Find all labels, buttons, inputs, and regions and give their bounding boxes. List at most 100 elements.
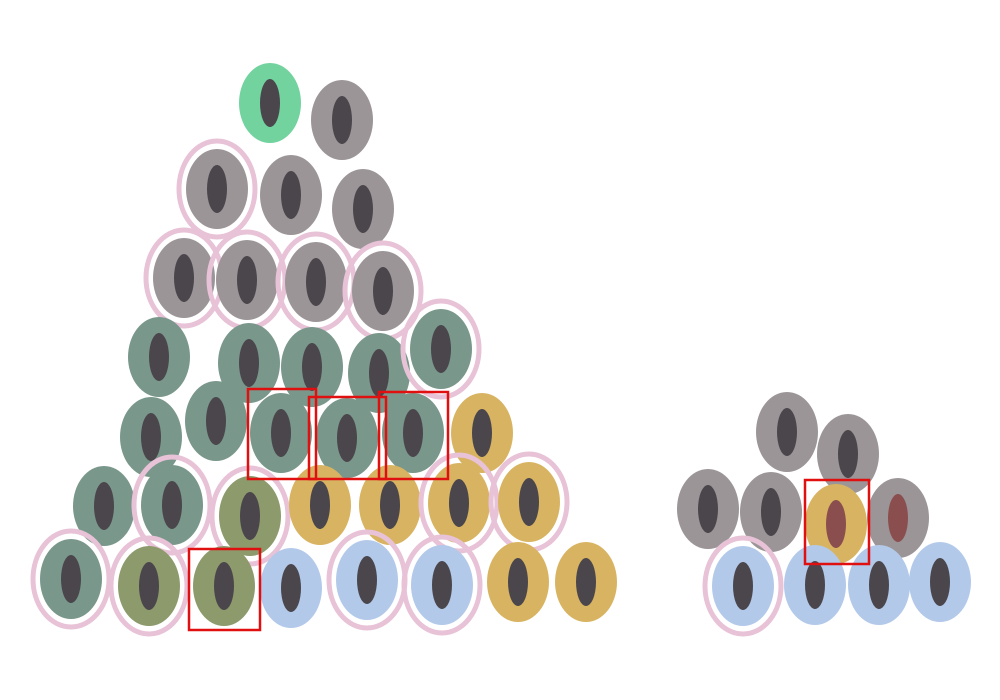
cell — [784, 545, 846, 625]
cell — [867, 478, 929, 558]
cell-nucleus — [733, 562, 753, 610]
highlight-box — [307, 395, 388, 481]
cell-nucleus — [214, 562, 234, 610]
cell-nucleus — [139, 562, 159, 610]
cell-nucleus — [310, 481, 330, 529]
cell — [555, 542, 617, 622]
small-cluster — [677, 392, 971, 637]
cell-ring — [400, 298, 482, 400]
cell-nucleus — [508, 558, 528, 606]
cell — [326, 529, 408, 631]
cell — [260, 548, 322, 628]
cell-nucleus — [472, 409, 492, 457]
cell — [30, 528, 112, 630]
cell — [289, 465, 351, 545]
cell-nucleus — [337, 414, 357, 462]
cell — [805, 484, 867, 564]
cell-nucleus — [403, 409, 423, 457]
cell-nucleus — [94, 482, 114, 530]
cell-nucleus — [888, 494, 908, 542]
large-cluster — [30, 63, 617, 637]
cell — [193, 546, 255, 626]
cell-ring — [108, 535, 190, 637]
cell-nucleus — [373, 267, 393, 315]
cell — [848, 545, 910, 625]
cell — [281, 327, 343, 407]
cell — [250, 393, 312, 473]
cell — [488, 451, 570, 553]
cell-nucleus — [431, 325, 451, 373]
cell-ring — [176, 138, 258, 240]
cell — [909, 542, 971, 622]
cell-nucleus — [162, 481, 182, 529]
cell-nucleus — [237, 256, 257, 304]
cell-nucleus — [306, 258, 326, 306]
cell-nucleus — [332, 96, 352, 144]
cell — [239, 63, 301, 143]
cell — [342, 240, 424, 342]
cell-ring — [418, 452, 500, 554]
cell — [209, 465, 291, 567]
cell — [128, 317, 190, 397]
cell — [176, 138, 258, 240]
highlight-box — [246, 387, 318, 481]
cell — [401, 534, 483, 636]
cell — [275, 231, 357, 333]
cell-nucleus — [149, 333, 169, 381]
cell-ring — [131, 454, 213, 556]
cell — [702, 535, 784, 637]
cell — [260, 155, 322, 235]
cell-nucleus — [576, 558, 596, 606]
cell-nucleus — [207, 165, 227, 213]
cell-nucleus — [206, 397, 226, 445]
cell — [400, 298, 482, 400]
cell — [316, 398, 378, 478]
cell — [418, 452, 500, 554]
cell-nucleus — [357, 556, 377, 604]
cell-nucleus — [869, 561, 889, 609]
cell — [487, 542, 549, 622]
cell-nucleus — [698, 485, 718, 533]
cell-nucleus — [838, 430, 858, 478]
cell — [332, 169, 394, 249]
cell — [740, 472, 802, 552]
cell-nucleus — [353, 185, 373, 233]
cell-nucleus — [281, 564, 301, 612]
cell-nucleus — [271, 409, 291, 457]
cell — [677, 469, 739, 549]
cell — [756, 392, 818, 472]
cell — [451, 393, 513, 473]
cell-ring — [702, 535, 784, 637]
cell — [218, 323, 280, 403]
cell-nucleus — [239, 339, 259, 387]
cell-ring — [401, 534, 483, 636]
cell-nucleus — [826, 500, 846, 548]
cell — [311, 80, 373, 160]
highlight-box — [803, 478, 871, 566]
cell-nucleus — [449, 479, 469, 527]
highlight-box — [187, 547, 262, 632]
cell-nucleus — [302, 343, 322, 391]
cell-nucleus — [61, 555, 81, 603]
cell — [73, 466, 135, 546]
cell-nucleus — [777, 408, 797, 456]
cell-ring — [209, 465, 291, 567]
cell-nucleus — [761, 488, 781, 536]
cell-nucleus — [519, 478, 539, 526]
cell — [108, 535, 190, 637]
cell-nucleus — [432, 561, 452, 609]
cell — [185, 381, 247, 461]
cell — [206, 229, 288, 331]
highlight-box — [377, 390, 450, 481]
cell-nucleus — [281, 171, 301, 219]
highlight-boxes — [187, 387, 871, 632]
cell — [359, 465, 421, 545]
cell-nucleus — [805, 561, 825, 609]
cell-nucleus — [240, 492, 260, 540]
cell-nucleus — [141, 413, 161, 461]
cell-nucleus — [260, 79, 280, 127]
cell-nucleus — [380, 481, 400, 529]
cell-nucleus — [174, 254, 194, 302]
cell — [131, 454, 213, 556]
